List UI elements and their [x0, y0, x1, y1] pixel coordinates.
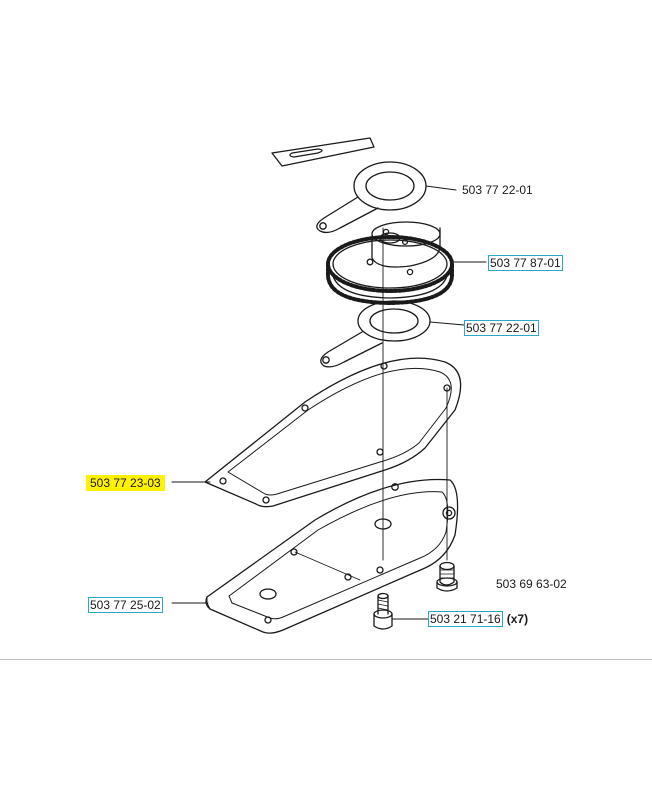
part-entry-503-21-71-16: 503 21 71-16(x7) [428, 611, 529, 627]
part-link-503-77-87-01[interactable]: 503 77 87-01 [488, 255, 563, 271]
part-link-503-77-22-01[interactable]: 503 77 22-01 [464, 320, 539, 336]
quantity-label: (x7) [506, 612, 529, 626]
part-number-503-77-23-03-highlighted[interactable]: 503 77 23-03 [86, 475, 165, 491]
slotted-plate-fragment [271, 137, 375, 167]
part-link-503-77-25-02[interactable]: 503 77 25-02 [88, 597, 163, 613]
part-number-503-69-63-02[interactable]: 503 69 63-02 [496, 577, 567, 591]
upper-bracket [316, 161, 457, 234]
bolt [373, 592, 429, 630]
lower-bracket [320, 300, 465, 368]
gear [326, 221, 487, 305]
guide-lines [294, 227, 448, 581]
part-link-503-21-71-16[interactable]: 503 21 71-16 [428, 611, 503, 627]
part-number-503-77-22-01[interactable]: 503 77 22-01 [462, 183, 533, 197]
adjustment-screw [436, 561, 458, 592]
page-divider [0, 659, 652, 660]
cover-plate [171, 478, 459, 634]
gasket [171, 357, 462, 508]
